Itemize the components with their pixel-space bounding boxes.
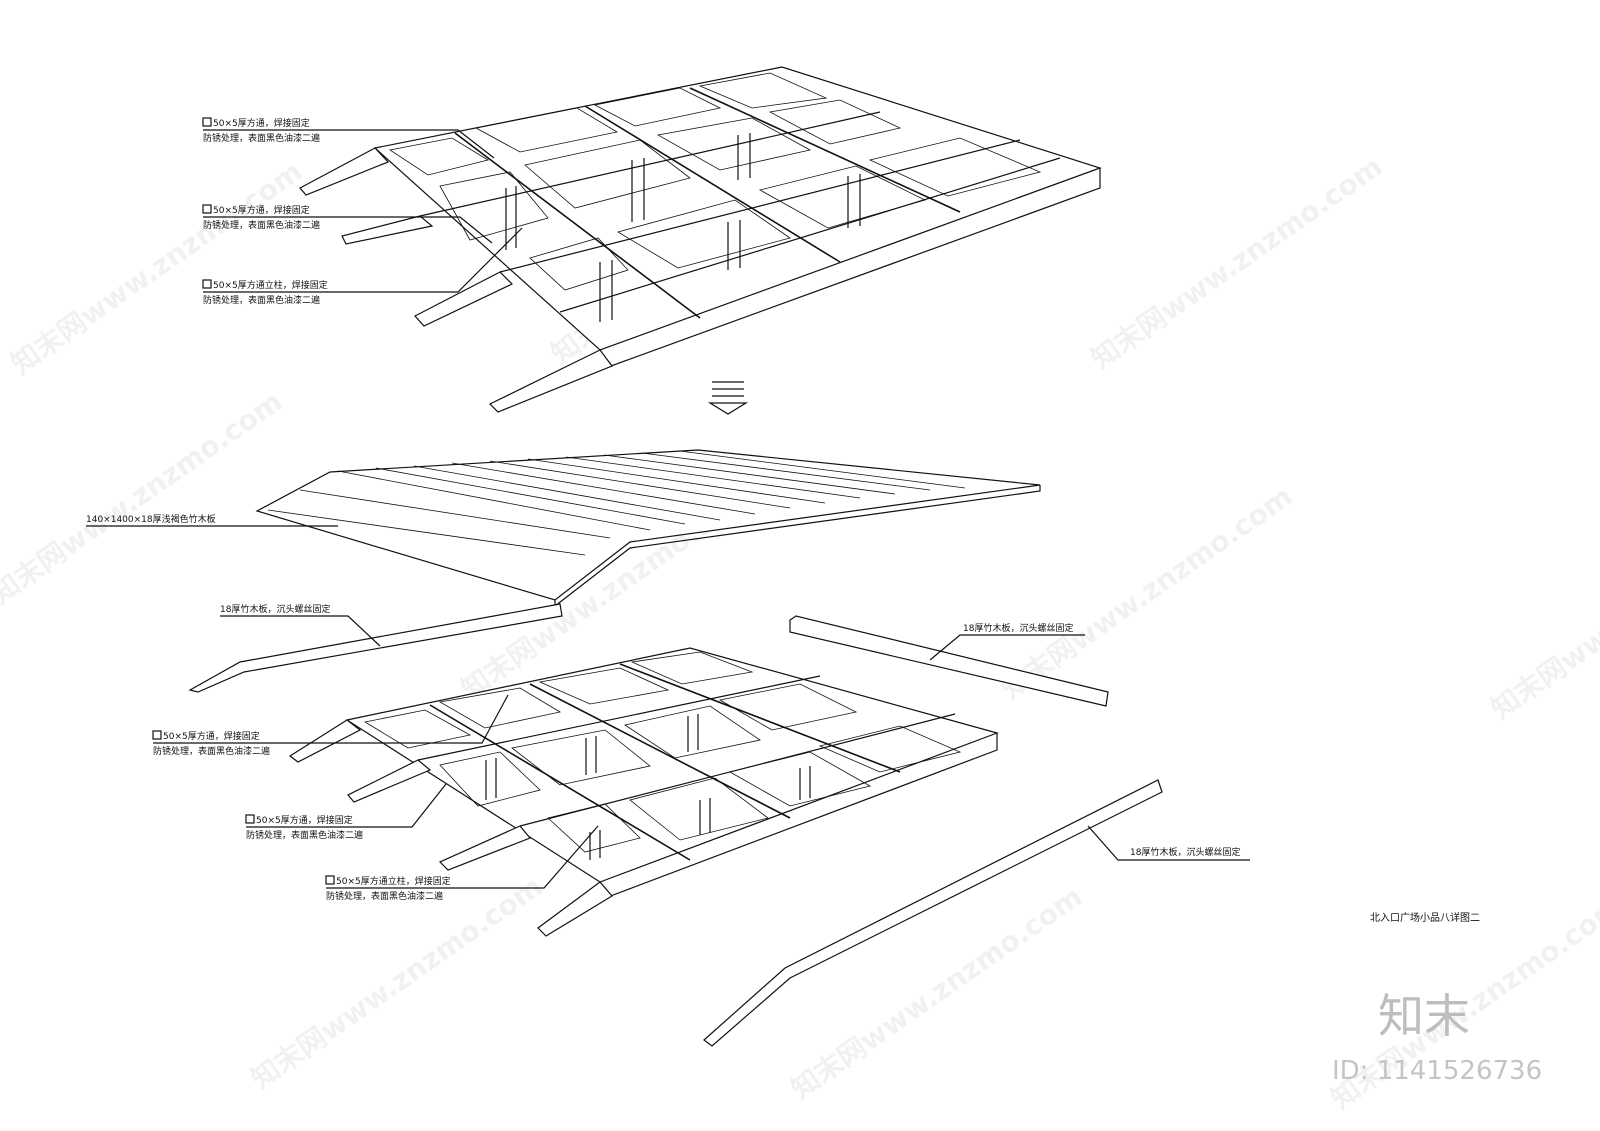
side-board-right bbox=[789, 615, 1109, 707]
label-bot-b-2: 防锈处理，表面黑色油漆二遍 bbox=[246, 829, 363, 841]
label-top-c-1: 50×5厚方通立柱，焊接固定 bbox=[213, 279, 328, 291]
assembly-arrow bbox=[707, 381, 749, 415]
label-bot-c-1: 50×5厚方通立柱，焊接固定 bbox=[336, 875, 451, 887]
label-bot-b-1: 50×5厚方通，焊接固定 bbox=[256, 814, 353, 826]
brand-logo: 知末 bbox=[1378, 989, 1470, 1043]
drawing-title: 北入口广场小品八详图二 bbox=[1370, 911, 1480, 924]
bamboo-deck-board bbox=[255, 449, 1041, 608]
square-tube-icon bbox=[325, 875, 335, 885]
square-tube-icon bbox=[202, 117, 212, 127]
label-side-left: 18厚竹木板，沉头螺丝固定 bbox=[220, 603, 330, 615]
side-board-left bbox=[188, 603, 563, 693]
square-tube-icon bbox=[202, 279, 212, 289]
label-bot-c-2: 防锈处理，表面黑色油漆二遍 bbox=[326, 890, 443, 902]
watermark-text: 知末网www.znzmo.com bbox=[245, 870, 548, 1096]
label-top-b-1: 50×5厚方通，焊接固定 bbox=[213, 204, 310, 216]
bottom-steel-frame bbox=[288, 647, 999, 937]
watermark-text: 知末网www.znzmo.com bbox=[995, 480, 1298, 706]
square-tube-icon bbox=[202, 204, 212, 214]
square-tube-icon bbox=[245, 814, 255, 824]
top-steel-frame bbox=[299, 66, 1102, 413]
watermark-text: 知末网www.znzmo.com bbox=[1485, 500, 1600, 726]
watermark-text: 知末网www.znzmo.com bbox=[5, 155, 308, 381]
annotations: 50×5厚方通，焊接固定 防锈处理，表面黑色油漆二遍 50×5厚方通，焊接固定 … bbox=[86, 117, 1480, 924]
label-side-right: 18厚竹木板，沉头螺丝固定 bbox=[963, 622, 1073, 634]
label-bot-a-1: 50×5厚方通，焊接固定 bbox=[163, 730, 260, 742]
label-board: 140×1400×18厚浅褐色竹木板 bbox=[86, 513, 216, 525]
label-bot-a-2: 防锈处理，表面黑色油漆二遍 bbox=[153, 745, 270, 757]
side-board-bottom bbox=[703, 779, 1163, 1047]
watermark-text: 知末网www.znzmo.com bbox=[0, 385, 288, 611]
label-side-bottom: 18厚竹木板，沉头螺丝固定 bbox=[1130, 846, 1240, 858]
label-top-a-2: 防锈处理，表面黑色油漆二遍 bbox=[203, 132, 320, 144]
watermark-text: 知末网www.znzmo.com bbox=[1085, 150, 1388, 376]
label-top-a-1: 50×5厚方通，焊接固定 bbox=[213, 117, 310, 129]
image-id: ID: 1141526736 bbox=[1332, 1056, 1542, 1086]
square-tube-icon bbox=[152, 730, 162, 740]
label-top-b-2: 防锈处理，表面黑色油漆二遍 bbox=[203, 219, 320, 231]
label-top-c-2: 防锈处理，表面黑色油漆二遍 bbox=[203, 294, 320, 306]
watermark-text: 知末网www.znzmo.com bbox=[785, 880, 1088, 1106]
